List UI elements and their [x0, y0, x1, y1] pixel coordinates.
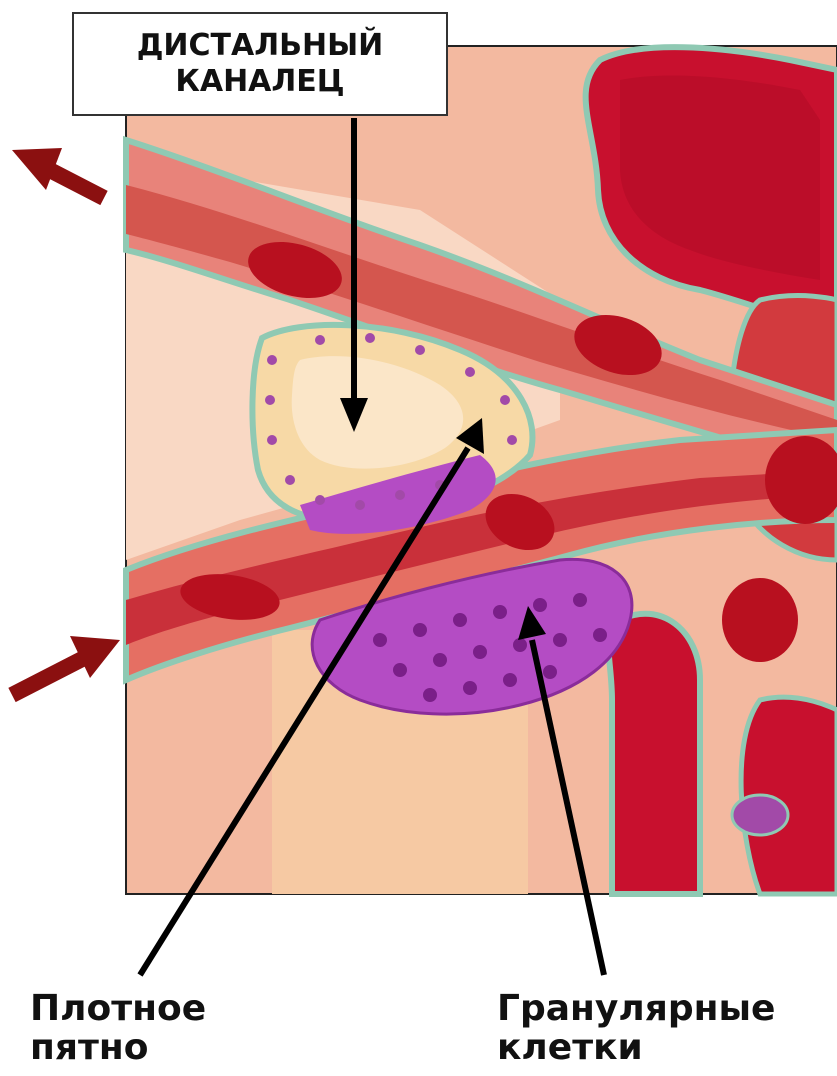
outflow-arrow — [12, 148, 104, 198]
nucleus — [732, 795, 788, 835]
capillary-loop-lower-right — [608, 614, 700, 894]
label-macula-densa: Плотное пятно — [30, 990, 206, 1068]
label-granular-cells: Гранулярные клетки — [497, 990, 775, 1068]
label-granular-cells-line-2: клетки — [497, 1029, 775, 1068]
label-distal-tubule-box: ДИСТАЛЬНЫЙ КАНАЛЕЦ — [72, 12, 448, 116]
red-blood-cell — [722, 578, 798, 662]
label-distal-tubule: ДИСТАЛЬНЫЙ КАНАЛЕЦ — [137, 28, 384, 100]
label-granular-cells-line-1: Гранулярные — [497, 990, 775, 1029]
label-distal-tubule-line-2: КАНАЛЕЦ — [137, 64, 384, 100]
label-distal-tubule-line-1: ДИСТАЛЬНЫЙ — [137, 28, 384, 64]
label-macula-densa-line-2: пятно — [30, 1029, 206, 1068]
inflow-arrow — [12, 636, 120, 695]
label-macula-densa-line-1: Плотное — [30, 990, 206, 1029]
